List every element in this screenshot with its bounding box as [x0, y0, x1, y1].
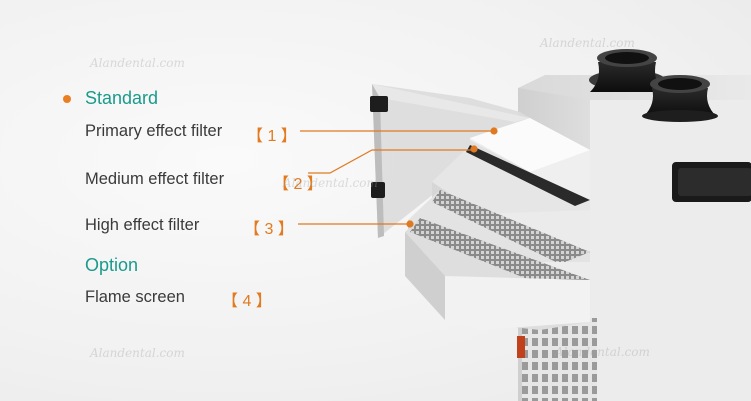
flame-screen-label: Flame screen [85, 288, 185, 306]
medium-filter-label: Medium effect filter [85, 170, 225, 188]
high-filter-number: 【 3 】 [244, 221, 294, 238]
watermark: Alandental.com [90, 56, 185, 70]
primary-filter-number: 【 1 】 [247, 128, 297, 145]
standard-heading: Standard [85, 88, 159, 108]
open-door [370, 84, 530, 238]
medium-filter-number: 【 2 】 [273, 176, 323, 193]
high-filter-label: High effect filter [85, 216, 200, 234]
standard-bullet-icon [63, 95, 71, 103]
watermark: Alandental.com [90, 346, 185, 360]
primary-filter-label: Primary effect filter [85, 122, 223, 140]
watermark: Alandental.com [555, 345, 650, 359]
flame-screen-number: 【 4 】 [222, 293, 272, 310]
option-heading: Option [85, 255, 139, 275]
leader-lines [298, 127, 498, 228]
watermark: Alandental.com [283, 176, 378, 190]
outlet-caps [589, 49, 718, 122]
watermark: Alandental.com [540, 36, 635, 50]
drawer-flame-screen [405, 218, 590, 330]
